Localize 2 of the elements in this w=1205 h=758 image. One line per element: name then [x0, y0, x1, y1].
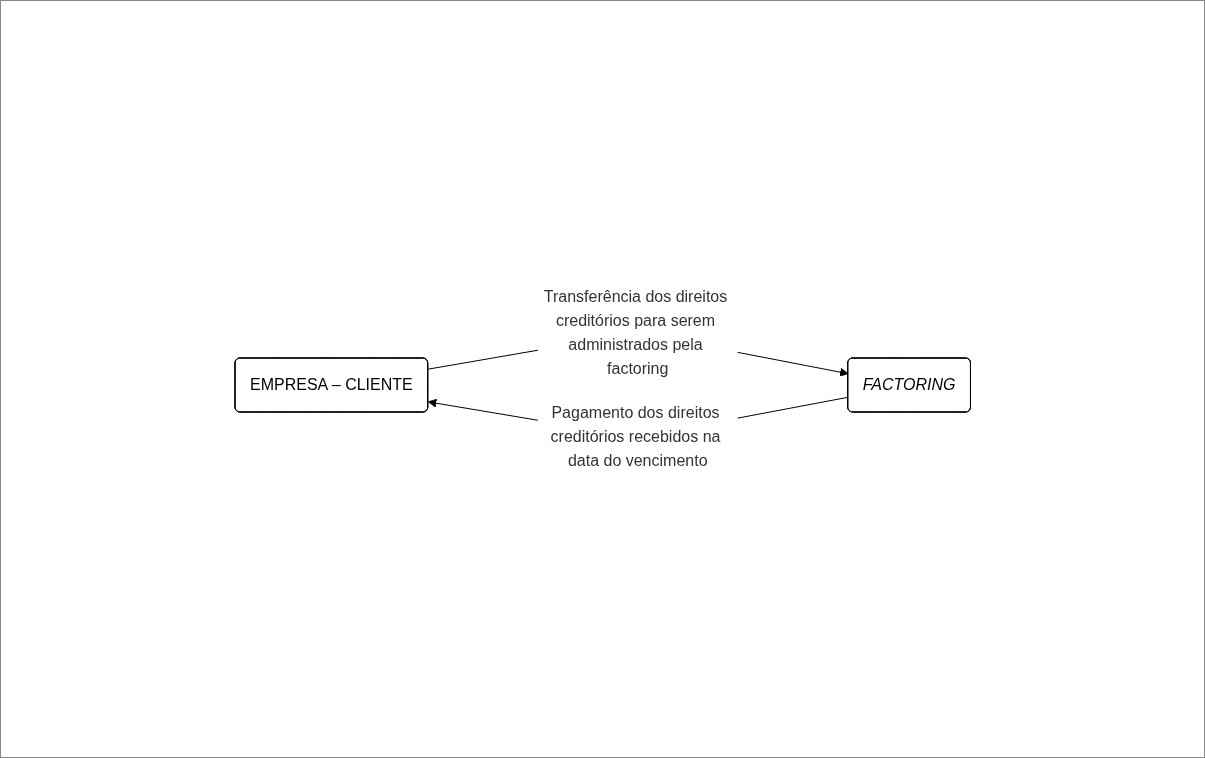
edge-label: Transferência dos direitos creditórios para serem administrados pela factoring — [543, 288, 728, 377]
edge-label: Pagamento dos direitos creditórios recebidos na data do vencimento — [550, 404, 721, 469]
